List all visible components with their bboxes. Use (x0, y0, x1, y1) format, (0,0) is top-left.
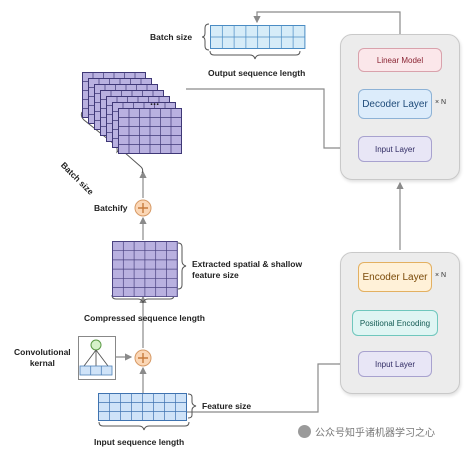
watermark-text: 公众号知乎诸机器学习之心 (315, 428, 435, 439)
conv-kernel-icon (79, 339, 113, 376)
conv-kernel-line2: kernal (29, 358, 55, 368)
extracted-feature-line2: feature size (192, 270, 239, 280)
encoder-input-layer-block: Input Layer (358, 351, 432, 377)
extracted-feature-line1: Extracted spatial & shallow (192, 259, 303, 269)
feature-size-label: Feature size (202, 401, 252, 411)
batchify-plus-node (134, 199, 152, 217)
batched-feature-stack (82, 72, 182, 154)
input-sequence-grid (98, 393, 187, 421)
conv-kernel-line1: Convolutional (14, 347, 71, 357)
input-sequence-length-label: Input sequence length (94, 437, 185, 447)
encoder-layer-block: Encoder Layer (358, 262, 432, 292)
extracted-feature-label: Extracted spatial & shallow feature size (192, 259, 302, 281)
decoder-layer-block: Decoder Layer (358, 89, 432, 119)
output-sequence-length-label: Output sequence length (208, 68, 306, 78)
linear-model-block: Linear Model (358, 48, 442, 72)
decoder-repeat-label: × N (435, 99, 447, 106)
decoder-input-layer-block: Input Layer (358, 136, 432, 162)
encoder-repeat-label: × N (435, 272, 447, 279)
conv-plus-node (134, 349, 152, 367)
compressed-feature-grid (112, 241, 178, 297)
positional-encoding-block: Positional Encoding (352, 310, 438, 336)
ellipsis-label: ... (150, 96, 160, 108)
watermark: 公众号知乎诸机器学习之心 (298, 424, 435, 439)
output-sequence-grid (210, 25, 306, 49)
wechat-icon (298, 425, 311, 438)
compressed-sequence-length-label: Compressed sequence length (84, 313, 205, 323)
batchify-label: Batchify (94, 203, 128, 213)
batch-size-top-label: Batch size (150, 32, 193, 42)
conv-kernel-label: Convolutional kernal (14, 347, 71, 369)
